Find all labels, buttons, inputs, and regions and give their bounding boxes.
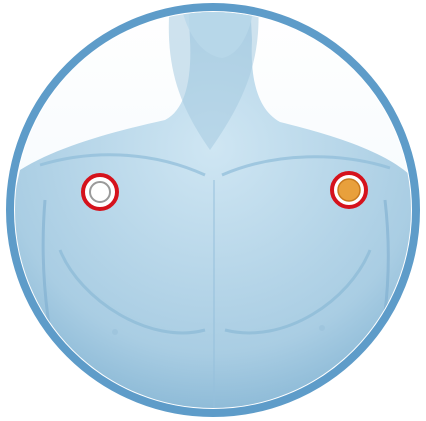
nipple-right bbox=[319, 325, 325, 331]
nipple-left bbox=[112, 329, 118, 335]
electrode-marker-right[interactable] bbox=[332, 173, 366, 207]
electrode-marker-left[interactable] bbox=[83, 175, 117, 209]
